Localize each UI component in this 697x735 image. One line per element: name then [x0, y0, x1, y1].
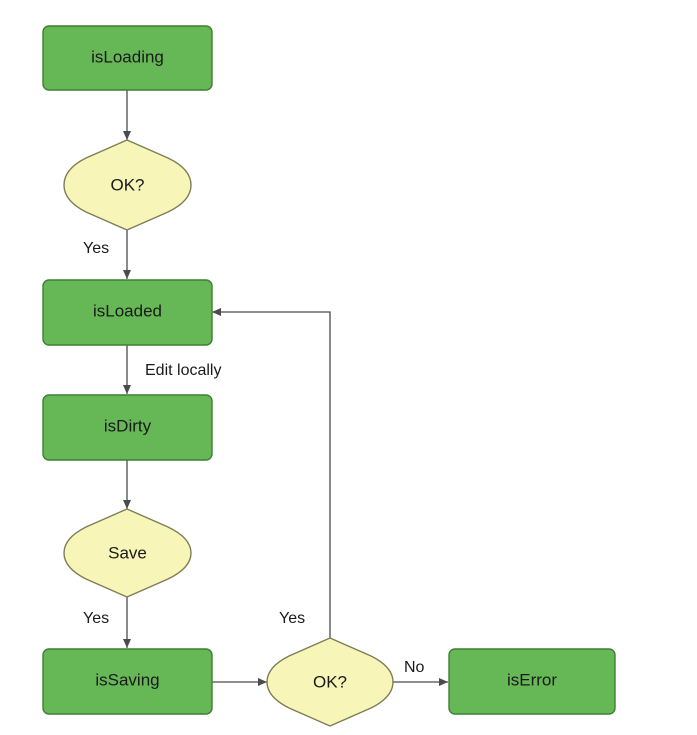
node-save: Save: [63, 508, 192, 598]
node-isdirty-label: isDirty: [104, 416, 152, 435]
edge-label-no: No: [404, 659, 425, 676]
node-iserror-box: [448, 648, 616, 715]
node-isdirty: isDirty: [42, 394, 213, 461]
edge-label-yes-load: Yes: [83, 240, 109, 257]
node-save-label: Save: [108, 543, 147, 562]
node-ok-save-label: OK?: [313, 672, 347, 691]
node-isloading-box: [42, 25, 213, 91]
edges: [123, 90, 448, 686]
edge-label-yes-save: Yes: [83, 610, 109, 627]
node-isloading-label: isLoading: [91, 47, 164, 66]
node-ok-load-label: OK?: [110, 175, 144, 194]
node-issaving-box: [42, 648, 213, 715]
node-ok-load-diamond: [63, 139, 192, 231]
node-save-diamond: [63, 508, 192, 598]
node-ok-save: OK?: [266, 637, 394, 727]
node-isloaded-box: [42, 279, 213, 346]
edge-label-edit-locally: Edit locally: [145, 362, 221, 379]
node-isloading: isLoading: [42, 25, 213, 91]
node-isdirty-box: [42, 394, 213, 461]
node-iserror-label: isError: [507, 670, 557, 689]
node-ok-load: OK?: [63, 139, 192, 231]
node-isloaded: isLoaded: [42, 279, 213, 346]
node-issaving: isSaving: [42, 648, 213, 715]
node-iserror: isError: [448, 648, 616, 715]
node-isloaded-label: isLoaded: [93, 301, 162, 320]
node-issaving-label: isSaving: [95, 670, 159, 689]
node-ok-save-diamond: [266, 637, 394, 727]
edge-label-yes-ok-save: Yes: [279, 610, 305, 627]
edge-ok-to-isloaded-loop: [212, 308, 331, 638]
